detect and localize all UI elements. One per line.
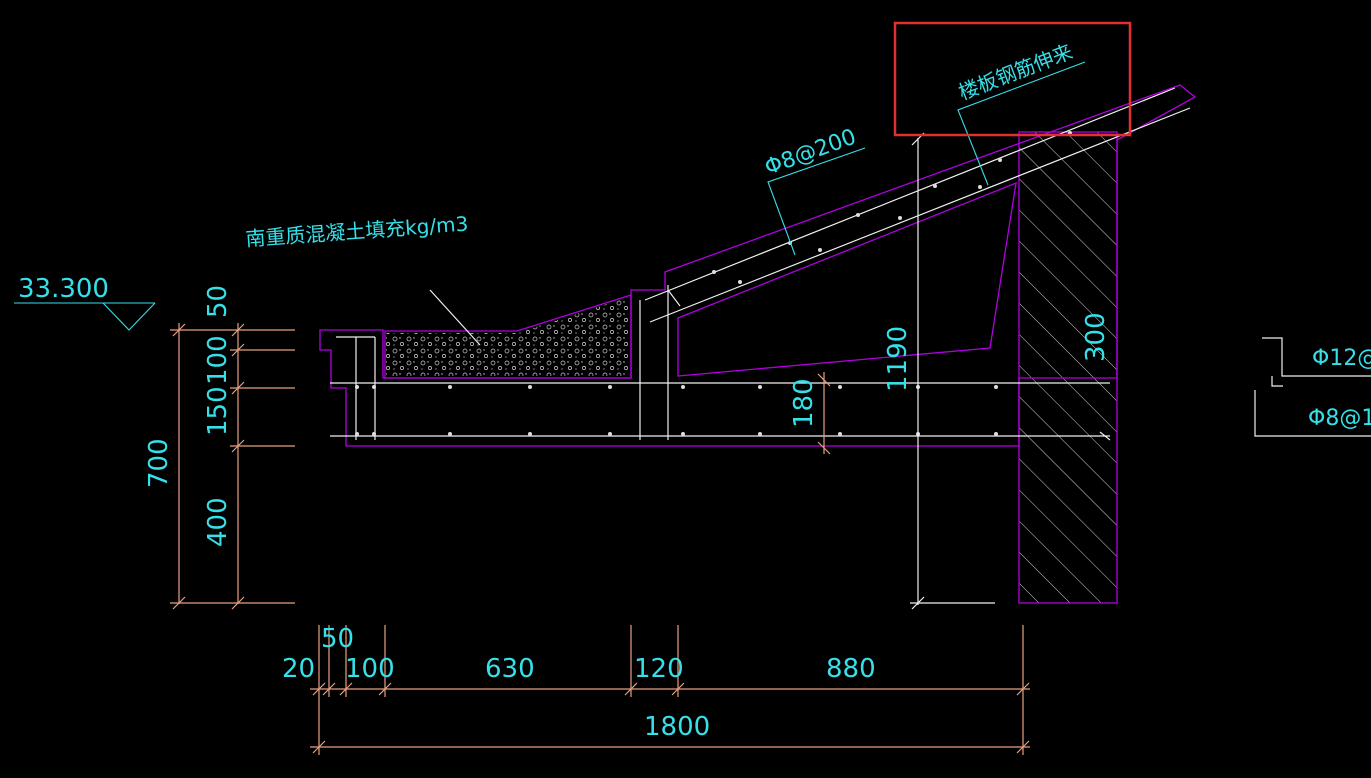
wall [1018,131,1118,604]
dim-50b: 50 [321,624,354,654]
level-label: 33.300 [18,274,109,304]
side-rebar-1: Φ12@ [1312,346,1371,371]
dim-300: 300 [1081,312,1111,362]
bottom-dimensions: 20 50 100 630 120 880 1800 [282,624,1030,755]
dim-1190: 1190 [883,326,913,392]
dim-880: 880 [826,654,876,684]
side-rebar-2: Φ8@15 [1308,406,1371,431]
rebar [330,87,1191,441]
concrete-infill [386,297,629,376]
other-dimensions: 180 1190 300 [789,132,1111,610]
rebar-dots [355,131,1072,436]
dim-100: 100 [203,335,233,385]
dim-120: 120 [634,654,684,684]
rebar-upper-note: Φ8@200 [762,125,860,181]
dim-20: 20 [282,654,315,684]
dim-1800: 1800 [644,712,710,742]
dim-180: 180 [789,378,819,428]
highlight-box [893,21,1132,137]
annotations: 南重质混凝土填充kg/m3 Φ8@200 楼板钢筋伸来 [245,39,1086,346]
fill-note: 南重质混凝土填充kg/m3 [245,211,469,251]
level-marker: 33.300 [14,274,156,331]
dim-150: 150 [203,386,233,436]
side-detail: Φ12@ Φ8@15 [1254,337,1371,437]
left-dimensions: 50 100 150 700 400 [144,285,295,610]
slab-outline [319,84,1197,447]
dim-100b: 100 [345,654,395,684]
dim-700: 700 [144,438,174,488]
dim-50: 50 [203,285,233,318]
dim-630: 630 [485,654,535,684]
dim-400: 400 [203,497,233,547]
